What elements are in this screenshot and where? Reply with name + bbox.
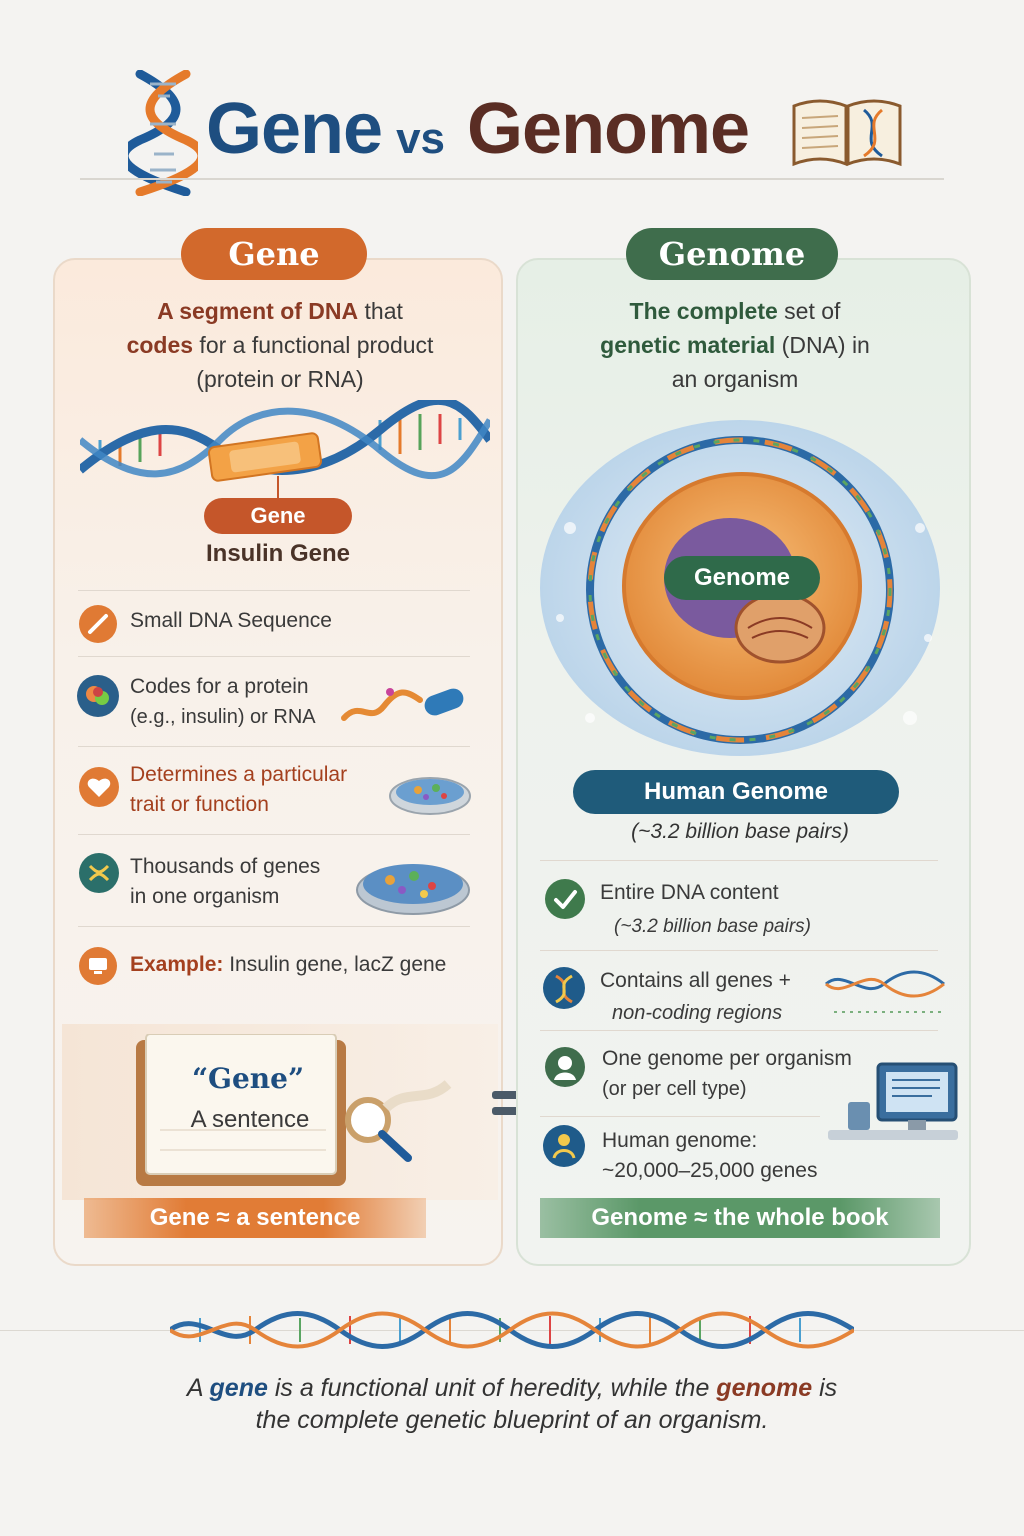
gene-label-pointer xyxy=(277,476,279,500)
genome-item-1-line1: Entire DNA content xyxy=(600,881,779,904)
genome-item-3-line2: (or per cell type) xyxy=(602,1078,747,1100)
footer-p1: A xyxy=(186,1374,210,1402)
footer-p3: is xyxy=(812,1374,838,1402)
heart-icon xyxy=(79,767,119,807)
gene-def-part3: (protein or RNA) xyxy=(196,366,364,392)
gene-heading: Gene xyxy=(181,228,367,280)
human-genome-base-pairs: (~3.2 billion base pairs) xyxy=(631,820,849,843)
divider xyxy=(540,1116,820,1117)
genome-item-2-line2: non-coding regions xyxy=(612,1002,783,1024)
genome-item-4-line2: ~20,000–25,000 genes xyxy=(602,1159,818,1182)
person-icon xyxy=(545,1047,585,1087)
genome-cell-tag: Genome xyxy=(664,556,820,600)
footer-p4: the complete genetic blueprint of an org… xyxy=(255,1406,769,1434)
human-genome-icon xyxy=(543,1125,585,1167)
dna-icon xyxy=(543,967,585,1009)
gene-example-text: Insulin gene, lacZ gene xyxy=(223,953,447,976)
title-genome: Genome xyxy=(467,89,750,169)
genome-def-bold2: genetic material xyxy=(600,332,776,358)
divider xyxy=(540,860,938,861)
gene-example: Example: Insulin gene, lacZ gene xyxy=(130,950,446,980)
header-divider xyxy=(80,178,944,180)
computer-icon xyxy=(828,1062,958,1140)
gene-item-1-line1: Small DNA Sequence xyxy=(130,609,332,632)
gene-cluster-icon xyxy=(79,853,119,893)
gene-analogy-banner: Gene ≈ a sentence xyxy=(84,1198,426,1238)
divider xyxy=(78,656,470,657)
checkmark-icon xyxy=(545,879,585,919)
footer-gene-word: gene xyxy=(209,1374,268,1402)
insulin-gene-caption: Insulin Gene xyxy=(205,540,351,567)
divider xyxy=(540,1030,938,1031)
gene-item-3: Determines a particular trait or functio… xyxy=(130,760,347,820)
gene-def-bold1: A segment of DNA xyxy=(157,298,359,324)
genome-item-4-line1: Human genome: xyxy=(602,1129,758,1152)
protein-molecule-icon xyxy=(341,688,464,721)
pencil-icon xyxy=(79,605,117,643)
gene-item-2-line2: (e.g., insulin) or RNA xyxy=(130,706,316,728)
petri-dish-icon xyxy=(389,777,471,815)
genome-item-2-line1: Contains all genes + xyxy=(600,969,791,992)
monitor-icon xyxy=(79,947,117,985)
notepad-subtitle: A sentence xyxy=(190,1106,310,1133)
genome-analogy-banner: Genome ≈ the whole book xyxy=(540,1198,940,1238)
genome-heading: Genome xyxy=(626,228,838,280)
genome-def-part3: an organism xyxy=(671,366,799,392)
genome-definition: The complete set of genetic material (DN… xyxy=(530,294,940,396)
divider xyxy=(78,834,470,835)
book-icon xyxy=(792,99,902,167)
gene-item-3-line1: Determines a particular xyxy=(130,763,348,786)
gene-example-label: Example: xyxy=(130,953,224,976)
human-genome-banner: Human Genome xyxy=(573,770,899,814)
gene-def-bold2: codes xyxy=(126,332,194,358)
genome-item-4: Human genome: ~20,000–25,000 genes xyxy=(602,1126,817,1186)
genome-def-part1: set of xyxy=(777,298,841,324)
genome-item-3-line1: One genome per organism xyxy=(602,1047,852,1070)
gene-item-2: Codes for a protein (e.g., insulin) or R… xyxy=(130,672,316,732)
title-gene: Gene xyxy=(206,89,383,169)
genome-def-part2: (DNA) in xyxy=(775,332,870,358)
footer-dna-strand xyxy=(170,1311,854,1349)
genome-def-bold1: The complete xyxy=(629,298,778,324)
notepad-title: “Gene” xyxy=(191,1062,305,1095)
gene-item-2-line1: Codes for a protein xyxy=(130,675,309,698)
title-vs: vs xyxy=(396,114,446,163)
gene-definition: A segment of DNA that codes for a functi… xyxy=(70,294,490,396)
gene-dna-strand-illustration xyxy=(80,400,490,482)
dna-strand-icon xyxy=(825,970,945,1013)
footer-summary: A gene is a functional unit of heredity,… xyxy=(120,1372,904,1436)
gene-item-3-line2: trait or function xyxy=(130,793,269,816)
notepad-illustration xyxy=(136,1034,452,1186)
gene-item-4: Thousands of genes in one organism xyxy=(130,852,320,912)
footer-genome-word: genome xyxy=(716,1374,813,1402)
gene-def-part1: that xyxy=(358,298,403,324)
protein-icon xyxy=(77,675,119,717)
divider xyxy=(78,590,470,591)
divider xyxy=(78,926,470,927)
gene-item-4-line1: Thousands of genes xyxy=(130,855,321,878)
genome-item-1-line2: (~3.2 billion base pairs) xyxy=(614,916,811,937)
footer-p2: is a functional unit of heredity, while … xyxy=(267,1374,717,1402)
gene-item-4-line2: in one organism xyxy=(130,885,280,908)
genome-item-3: One genome per organism (or per cell typ… xyxy=(602,1044,852,1104)
gene-def-part2: for a functional product xyxy=(193,332,434,358)
petri-dish-icon xyxy=(356,864,470,915)
gene-dna-label: Gene xyxy=(204,498,352,534)
divider xyxy=(540,950,938,951)
divider xyxy=(78,746,470,747)
